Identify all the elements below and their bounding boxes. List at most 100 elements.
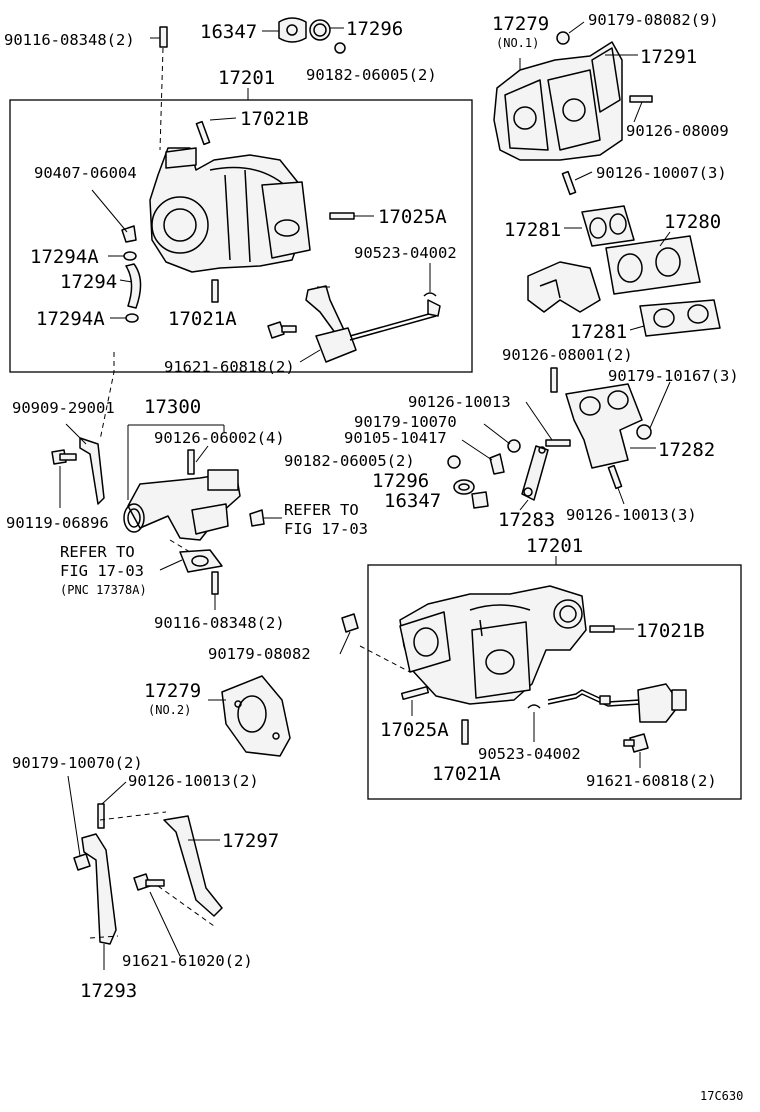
actuator-lower <box>547 683 687 723</box>
figure-code: 17C630 <box>700 1089 743 1103</box>
nut-90179-10167 <box>636 381 671 440</box>
turbocharger-lower <box>399 585 587 705</box>
label-91621-60818-bottom: 91621-60818(2) <box>586 772 717 790</box>
label-90523-04002-bottom: 90523-04002 <box>478 745 581 763</box>
gasket-17280 <box>605 231 701 295</box>
label-17021b-bottom: 17021B <box>636 620 705 642</box>
clip-90523-lower <box>527 704 541 742</box>
label-17300: 17300 <box>144 396 201 418</box>
label-90126-06002-4: 90126-06002(4) <box>154 429 285 447</box>
stud-90116-mid <box>211 571 219 610</box>
actuator-upper <box>305 285 441 363</box>
label-17025a-bottom: 17025A <box>380 719 449 741</box>
label-17201-top: 17201 <box>218 67 275 89</box>
gasket-17281-b <box>629 299 721 337</box>
bolt-90119 <box>51 449 77 508</box>
gasket-refer-left <box>159 549 223 573</box>
label-17296-top: 17296 <box>346 18 403 40</box>
label-17297: 17297 <box>222 830 279 852</box>
label-90119-06896: 90119-06896 <box>6 514 109 532</box>
nut-90182-mid <box>447 455 461 469</box>
label-90182-06005-top: 90182-06005(2) <box>306 66 437 84</box>
nut-90179-08082 <box>339 613 359 655</box>
elbow-17282 <box>565 383 656 469</box>
label-90179-10070-2: 90179-10070(2) <box>12 754 143 772</box>
label-17294a-1: 17294A <box>30 246 99 268</box>
stud-90116-top <box>150 26 168 48</box>
heat-shield <box>527 261 601 313</box>
label-17293: 17293 <box>80 980 137 1002</box>
label-17281-a: 17281 <box>504 219 561 241</box>
label-17294a-2: 17294A <box>36 308 105 330</box>
clip-90523-upper <box>423 263 437 297</box>
stud-17021b-lower <box>589 625 634 633</box>
label-17021b-top: 17021B <box>240 108 309 130</box>
label-90116-08348-top: 90116-08348(2) <box>4 31 135 49</box>
label-90126-10007-3: 90126-10007(3) <box>596 164 727 182</box>
label-90126-08009: 90126-08009 <box>626 122 729 140</box>
label-90179-08082: 90179-08082 <box>208 645 311 663</box>
label-17279-no2: 17279 <box>144 680 201 702</box>
label-17021a-bottom: 17021A <box>432 763 501 785</box>
label-17280: 17280 <box>664 211 721 233</box>
label-90116-08348-mid: 90116-08348(2) <box>154 614 285 632</box>
label-90126-10013: 90126-10013 <box>408 393 511 411</box>
turbocharger-upper <box>149 147 311 273</box>
gasket-16347-top <box>262 17 307 43</box>
label-refer-left-3: (PNC 17378A) <box>60 583 147 597</box>
label-17279-no2-note: (NO.2) <box>148 703 191 717</box>
bracket-90909 <box>65 423 105 505</box>
label-refer-right-2: FIG 17-03 <box>284 520 368 538</box>
nut-90179-10070-2 <box>67 775 91 871</box>
label-refer-left-1: REFER TO <box>60 543 135 561</box>
stud-90126-06002 <box>187 445 209 475</box>
label-17201-bottom: 17201 <box>526 535 583 557</box>
label-90182-06005-mid: 90182-06005(2) <box>284 452 415 470</box>
gasket-17279-no2 <box>208 675 291 757</box>
bracket-17293 <box>81 833 117 970</box>
label-16347-mid: 16347 <box>384 490 441 512</box>
stud-17025a-upper <box>329 212 374 220</box>
stud-17021b-upper <box>195 117 237 146</box>
label-91621-60818-top: 91621-60818(2) <box>164 358 295 376</box>
label-90126-10013-2: 90126-10013(2) <box>128 772 259 790</box>
label-90126-08001-2: 90126-08001(2) <box>502 346 633 364</box>
label-90179-10070: 90179-10070 <box>354 413 457 431</box>
hose-17294 <box>119 263 142 309</box>
stud-90126-10013-mid <box>525 401 571 447</box>
bolt-90407 <box>91 189 137 243</box>
label-17294: 17294 <box>60 271 117 293</box>
label-refer-right-1: REFER TO <box>284 501 359 519</box>
nut-90179-08082-9 <box>556 21 585 45</box>
label-refer-left-2: FIG 17-03 <box>60 562 144 580</box>
label-17282: 17282 <box>658 439 715 461</box>
stud-90126-10007 <box>561 170 593 196</box>
bolt-90105 <box>461 439 505 475</box>
stud-17021a-upper <box>211 279 219 303</box>
label-90407-06004: 90407-06004 <box>34 164 137 182</box>
label-90179-08082-9: 90179-08082(9) <box>588 11 719 29</box>
bracket-17283 <box>519 445 549 511</box>
label-17021a-top: 17021A <box>168 308 237 330</box>
stud-90126-10013-3 <box>607 464 625 505</box>
gasket-17281-a <box>564 205 635 247</box>
label-17279-no1: 17279 <box>492 13 549 35</box>
stud-90126-08001 <box>550 367 558 393</box>
label-91621-61020-2: 91621-61020(2) <box>122 952 253 970</box>
bracket-17297 <box>163 815 223 917</box>
label-17296-mid: 17296 <box>372 470 429 492</box>
nut-90179-10070 <box>483 423 521 453</box>
clip-17294a-2 <box>110 313 139 323</box>
label-90909-29001: 90909-29001 <box>12 399 115 417</box>
stud-90126-08009 <box>629 95 653 123</box>
label-17281-b: 17281 <box>570 321 627 343</box>
stud-90126-10013-2 <box>97 781 127 829</box>
bolt-91621-lower <box>623 733 649 768</box>
elbow-17300 <box>123 469 241 541</box>
label-17283: 17283 <box>498 509 555 531</box>
clip-17294a-1 <box>108 251 137 261</box>
nut-refer-right <box>249 509 282 527</box>
bolt-91621-upper <box>267 321 321 363</box>
nut-90182-top <box>334 42 346 54</box>
